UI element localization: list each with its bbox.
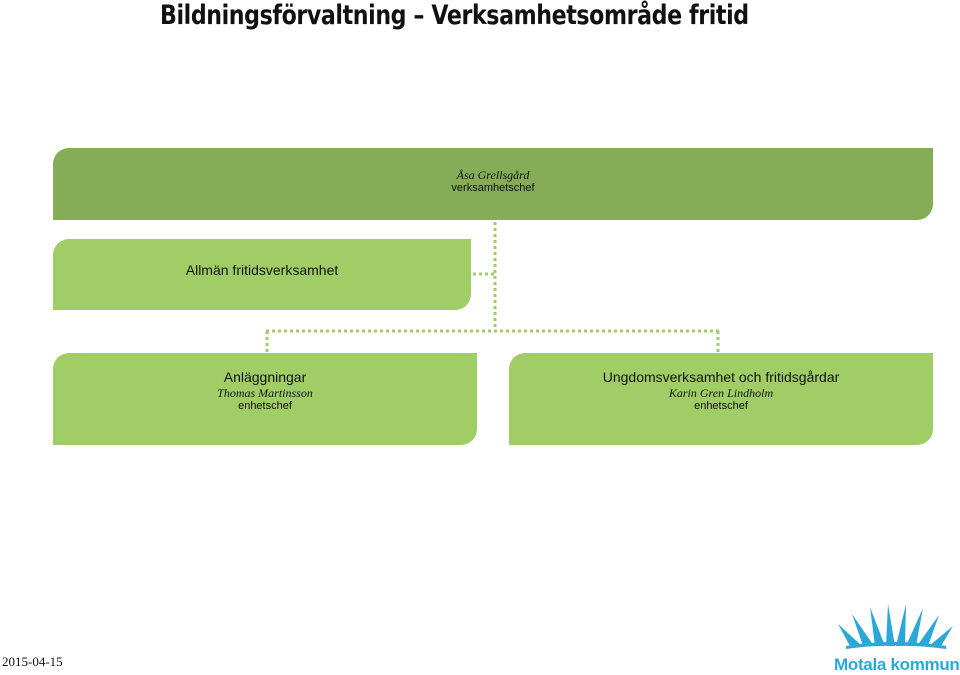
logo-text: Motala kommun [834,655,960,674]
sun-rays-logo-icon [838,604,953,649]
unit-manager-name: Karin Gren Lindholm [668,386,774,400]
unit-label: Ungdomsverksamhet och fritidsgårdar [602,369,840,385]
head-name: Åsa Grellsgård [456,168,530,182]
general-unit-box: Allmän fritidsverksamhet [53,239,471,310]
head-box: Åsa Grellsgård verksamhetschef [53,148,933,220]
unit-label: Anläggningar [223,369,307,385]
unit-box-anlaggningar: Anläggningar Thomas Martinsson enhetsche… [53,353,477,445]
unit-manager-role: enhetschef [238,400,292,412]
date-label: 2015-04-15 [2,654,63,669]
head-role: verksamhetschef [451,182,535,194]
unit-manager-name: Thomas Martinsson [217,386,313,400]
unit-manager-role: enhetschef [694,400,748,412]
page-title: Bildningsförvaltning – Verksamhetsområde… [160,0,749,31]
general-unit-label: Allmän fritidsverksamhet [185,262,339,278]
unit-box-ungdomsverksamhet: Ungdomsverksamhet och fritidsgårdar Kari… [509,353,933,445]
